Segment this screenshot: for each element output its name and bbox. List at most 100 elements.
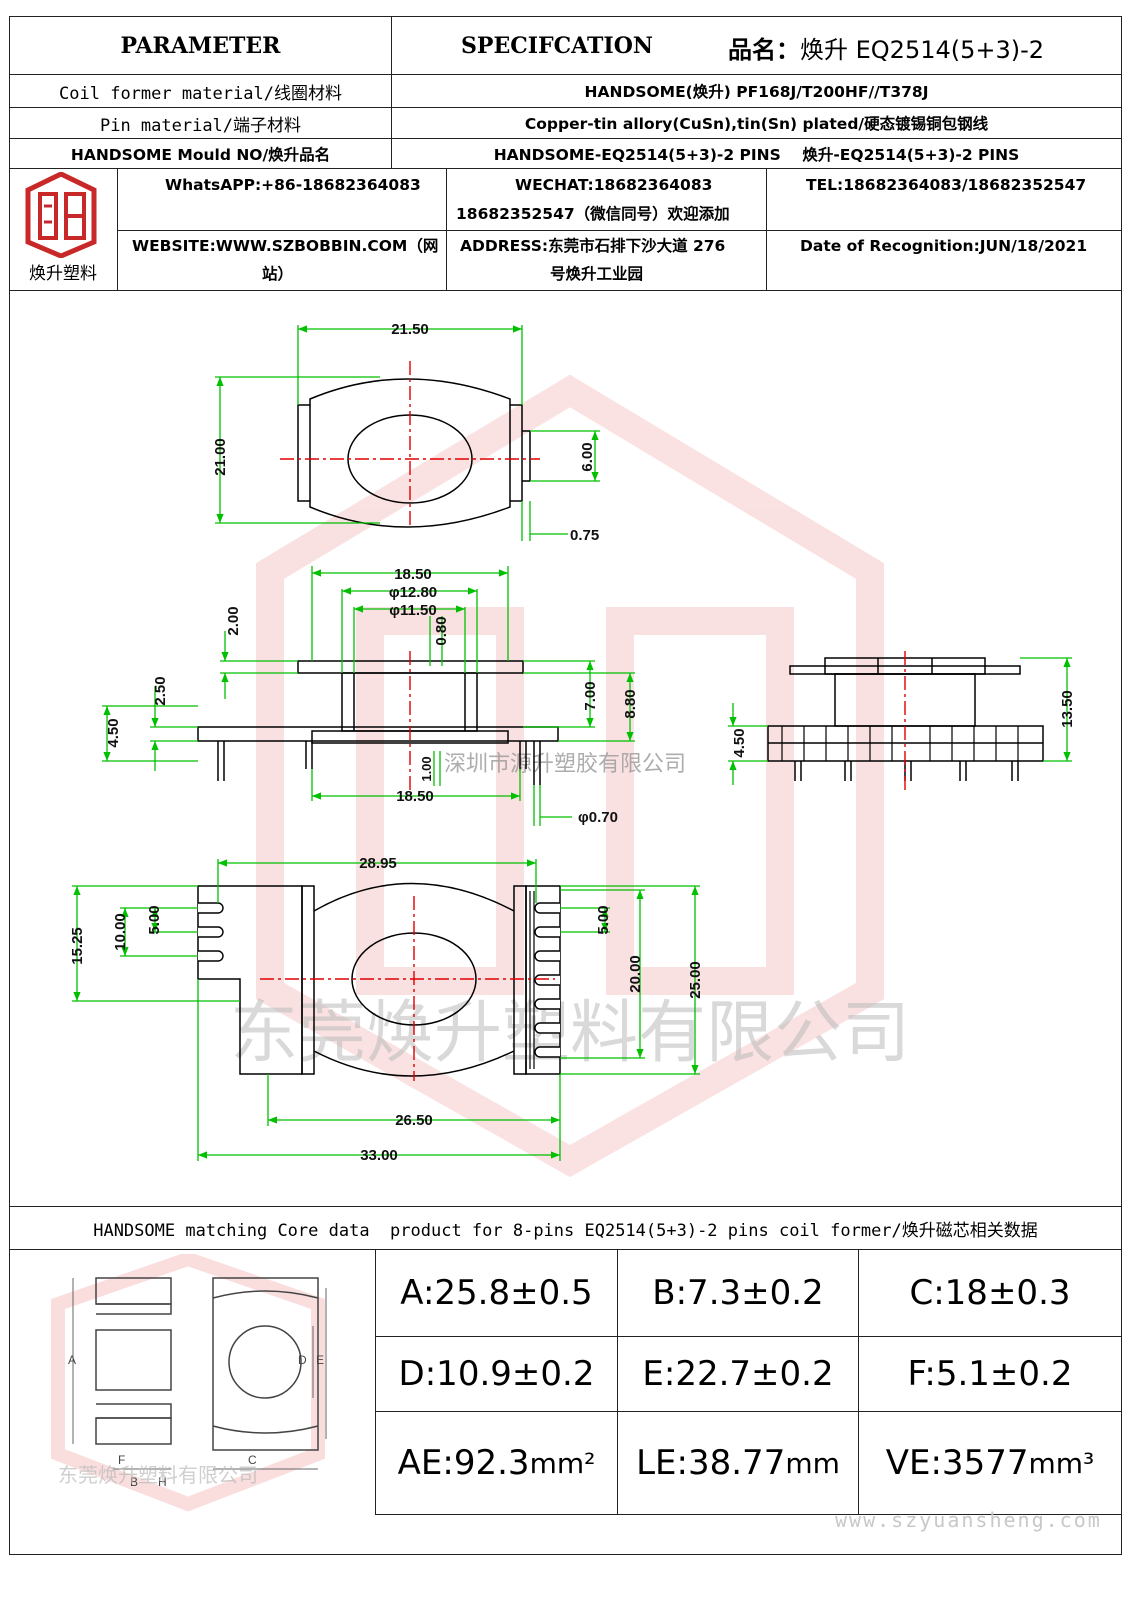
dim-bottom-h5: 20.00 — [627, 955, 644, 993]
row-label-mould-no: HANDSOME Mould NO/焕升品名 — [70, 145, 331, 164]
website-text: WEBSITE:WWW.SZBOBBIN.COM（网 — [132, 237, 439, 255]
divider — [375, 1336, 1121, 1337]
core-label-h: H — [158, 1475, 167, 1489]
dim-bottom-h4: 5.00 — [595, 905, 612, 934]
core-value-c: C:18±0.3 — [909, 1273, 1071, 1313]
dim-top-width: 21.50 — [391, 321, 429, 338]
wechat-text: WECHAT:18682364083 — [515, 176, 713, 194]
core-ae-unit: mm² — [529, 1446, 596, 1480]
dim-side-inner-diameter: φ11.50 — [389, 602, 436, 619]
bottom-view-centerlines — [260, 896, 555, 1081]
logo-caption: 焕升塑料 — [29, 263, 97, 284]
dim-bottom-w1: 26.50 — [395, 1112, 433, 1129]
website-text-2: 站） — [262, 265, 294, 283]
dim-bottom-h2: 10.00 — [112, 913, 129, 951]
core-top-view — [212, 1277, 319, 1451]
product-label: 品名： — [728, 36, 800, 64]
dim-bottom-h3: 5.00 — [146, 905, 163, 934]
dim-side-pin-diameter: φ0.70 — [578, 809, 618, 826]
parameter-header: PARAMETER — [120, 32, 281, 59]
divider — [117, 230, 1121, 231]
dim-side-h3: 7.00 — [582, 681, 599, 710]
top-view — [297, 378, 531, 528]
core-value-b: B:7.3±0.2 — [652, 1273, 824, 1313]
row-label-pin-material: Pin material/端子材料 — [99, 115, 302, 136]
core-label-b: B — [130, 1475, 138, 1489]
core-label-e: E — [316, 1353, 324, 1367]
core-value-e: E:22.7±0.2 — [642, 1354, 834, 1394]
core-ve-number: VE:3577 — [885, 1443, 1029, 1483]
divider — [117, 168, 118, 290]
core-diagram: A F B H C D E 东莞焕升塑料有限公司 — [51, 1254, 327, 1512]
core-value-d: D:10.9±0.2 — [398, 1354, 595, 1394]
logo-icon — [25, 171, 97, 259]
spec-sheet-frame — [9, 16, 1122, 1555]
dim-side-wall: 0.80 — [433, 616, 450, 645]
divider — [10, 138, 1121, 139]
dim-side-h1: 2.50 — [152, 676, 169, 705]
divider — [617, 1249, 618, 1514]
divider — [10, 74, 1121, 75]
core-watermark-text: 东莞焕升塑料有限公司 — [58, 1464, 258, 1487]
side-view-dimensions — [102, 566, 635, 826]
core-le-number: LE:38.77 — [636, 1443, 786, 1483]
core-section-title: HANDSOME matching Core data product for … — [93, 1220, 1038, 1241]
bottom-view-pin-notches — [198, 902, 560, 1058]
dim-side-h2: 4.50 — [105, 718, 122, 747]
product-name: 品名：焕升 EQ2514(5+3)-2 — [728, 30, 1044, 65]
core-ae-number: AE:92.3 — [397, 1443, 530, 1483]
dim-side-base: 18.50 — [394, 566, 432, 583]
divider — [10, 1206, 1121, 1207]
dim-right-base-height: 4.50 — [731, 728, 748, 757]
dim-side-base-bottom: 18.50 — [396, 788, 434, 805]
top-view-dimensions — [215, 325, 600, 541]
core-label-f: F — [118, 1453, 125, 1467]
core-le-unit: mm — [785, 1446, 840, 1480]
divider — [766, 168, 767, 290]
dim-right-total-height: 13.50 — [1059, 690, 1076, 728]
dim-bottom-top-width: 28.95 — [359, 855, 397, 872]
divider — [446, 168, 447, 290]
dim-top-offset: 0.75 — [570, 527, 599, 544]
right-view-dimensions — [728, 657, 1072, 785]
watermark-logo — [256, 374, 884, 1178]
bottom-view-dimensions — [72, 859, 700, 1161]
core-label-c: C — [248, 1453, 257, 1467]
row-value-pin-material: Copper-tin allory(CuSn),tin(Sn) plated/硬… — [524, 115, 989, 133]
tel-text: TEL:18682364083/18682352547 — [806, 176, 1087, 194]
address-text: ADDRESS:东莞市石排下沙大道 276 — [460, 237, 726, 255]
divider — [10, 168, 1121, 169]
dim-top-height: 21.00 — [212, 438, 229, 476]
technical-drawing: 东莞焕升塑料有限公司 深圳市源升塑胶有限公司 21.50 21.00 6.00 … — [69, 321, 1076, 1178]
bottom-view-ribs — [529, 891, 535, 1069]
watermark-small-text: 深圳市源升塑胶有限公司 — [444, 751, 686, 776]
specification-header: SPECIFCATION — [461, 32, 653, 59]
divider — [375, 1514, 1121, 1515]
wechat-text-2: 18682352547（微信同号）欢迎添加 — [456, 205, 730, 223]
core-watermark-logo — [51, 1254, 325, 1512]
divider — [375, 1249, 376, 1514]
footer-watermark-url: www.szyuansheng.com — [835, 1508, 1102, 1532]
row-value-coil-material: HANDSOME(焕升) PF168J/T200HF//T378J — [584, 83, 929, 101]
core-ve-unit: mm³ — [1028, 1446, 1095, 1480]
dim-side-h4: 8.80 — [622, 689, 639, 718]
divider — [10, 107, 1121, 108]
dim-bottom-h1: 15.25 — [69, 927, 86, 965]
top-view-centerlines — [280, 361, 540, 526]
divider — [391, 17, 392, 168]
core-label-d: D — [298, 1353, 307, 1367]
core-label-a: A — [68, 1353, 76, 1367]
row-label-coil-material: Coil former material/线圈材料 — [59, 83, 342, 104]
dim-side-pin-pitch: 1.00 — [419, 756, 434, 781]
address-text-2: 号焕升工业园 — [550, 265, 644, 283]
date-text: Date of Recognition:JUN/18/2021 — [800, 237, 1088, 255]
right-view-pin-slots — [781, 726, 1019, 761]
core-value-f: F:5.1±0.2 — [907, 1354, 1073, 1394]
dim-side-outer-diameter: φ12.80 — [389, 584, 437, 601]
core-dimension-lines — [72, 1278, 327, 1470]
whatsapp-text: WhatsAPP:+86-18682364083 — [165, 176, 421, 194]
dim-bottom-w2: 33.00 — [360, 1147, 398, 1164]
